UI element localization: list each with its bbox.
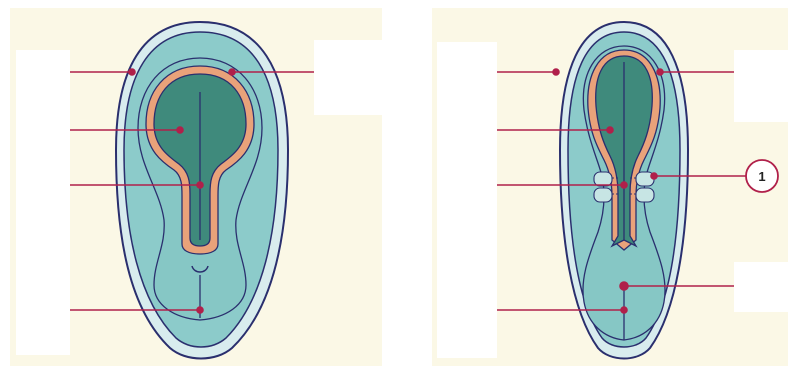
- left-label-box: [437, 42, 497, 358]
- somite: [636, 188, 654, 202]
- right-label-box-top: [734, 50, 792, 122]
- leader-dot: [620, 282, 628, 290]
- callout-number: 1: [758, 169, 765, 184]
- right-embryo-panel: 1: [432, 8, 792, 366]
- left-embryo-panel: [10, 8, 384, 366]
- leader-dot: [607, 127, 613, 133]
- leader-dot: [621, 307, 627, 313]
- leader-dot: [651, 173, 657, 179]
- right-label-box-top: [314, 40, 384, 115]
- leader-dot: [177, 127, 183, 133]
- leader-dot: [197, 182, 203, 188]
- left-label-box: [16, 50, 70, 355]
- leader-dot: [657, 69, 663, 75]
- leader-dot: [621, 182, 627, 188]
- callout-marker-1: 1: [746, 160, 778, 192]
- leader-dot: [129, 69, 135, 75]
- leader-dot: [553, 69, 559, 75]
- leader-dot: [197, 307, 203, 313]
- leader-dot: [229, 69, 235, 75]
- somite: [594, 172, 612, 186]
- right-label-box-bottom: [734, 262, 792, 312]
- somite: [594, 188, 612, 202]
